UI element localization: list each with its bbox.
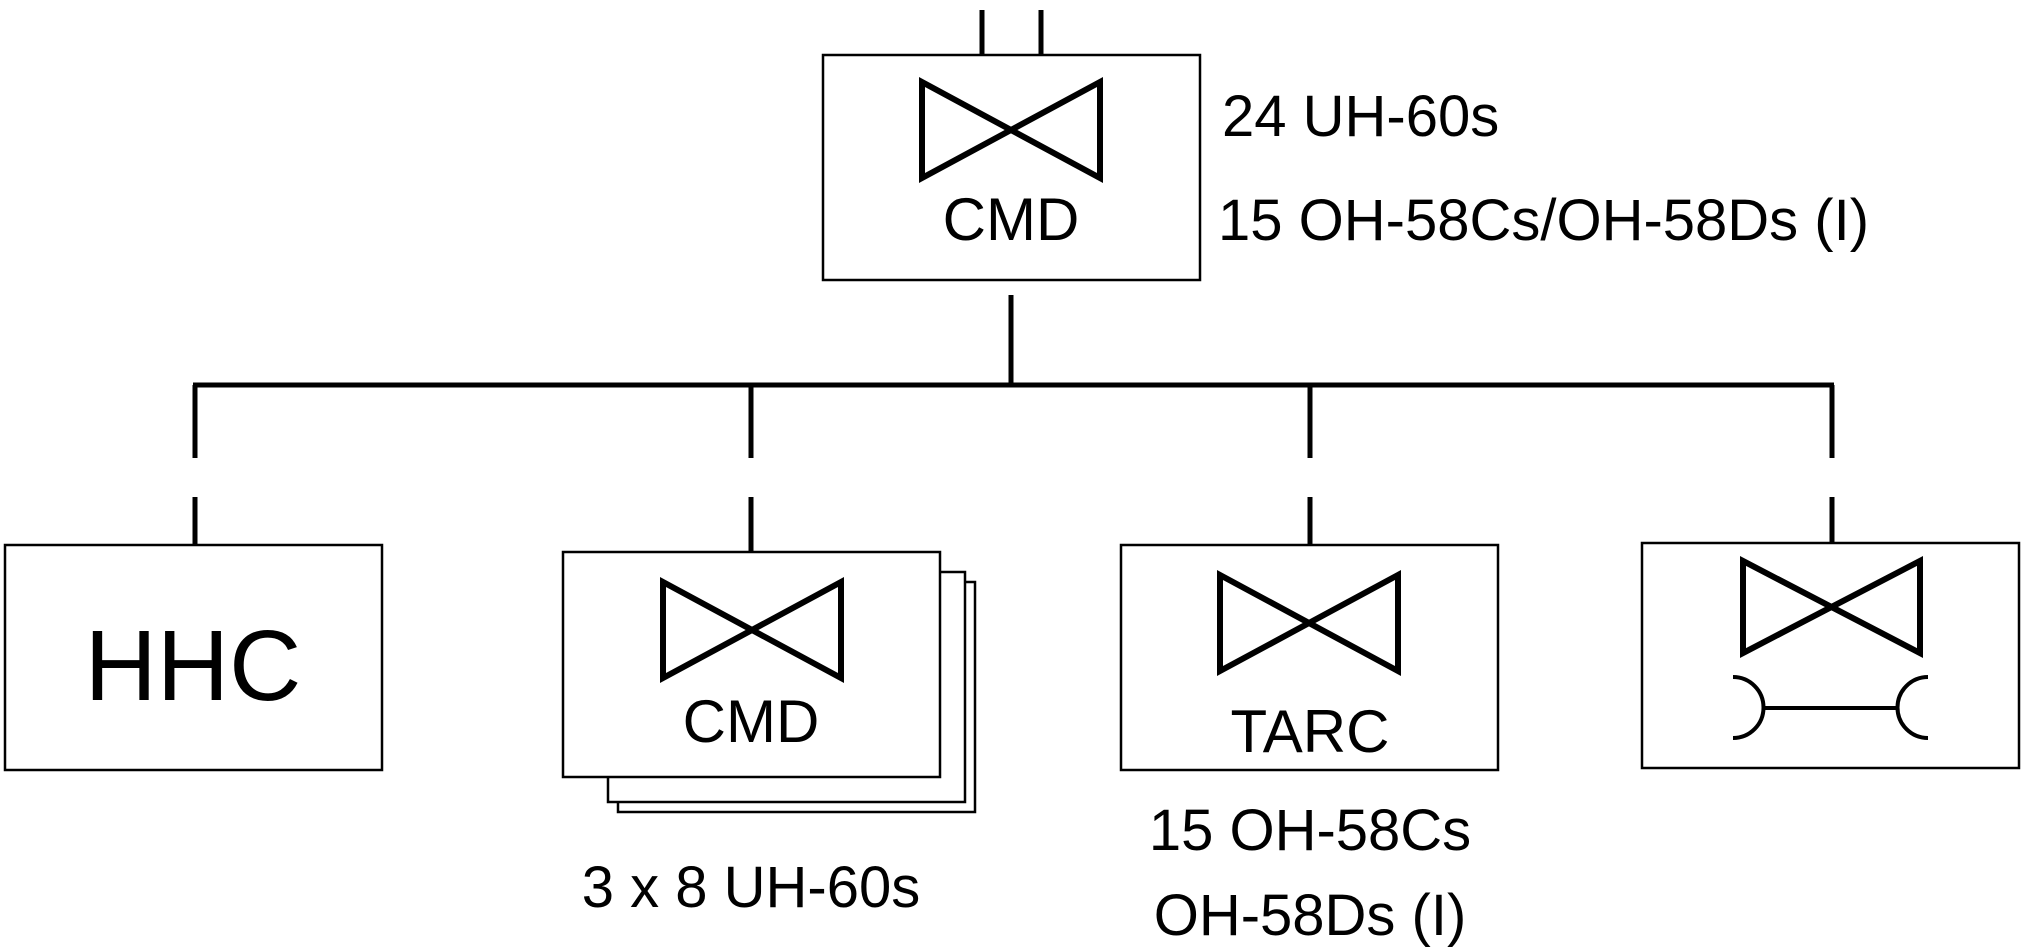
top-unit: CMD (821, 53, 1202, 282)
maintenance-box (1640, 541, 2021, 770)
cmd-box (561, 550, 942, 779)
hhc-unit: HHC (3, 543, 384, 772)
hhc-box (3, 543, 384, 772)
hhc-label: HHC (85, 610, 302, 722)
top-unit-note-2: 15 OH-58Cs/OH-58Ds (I) (1218, 188, 1869, 253)
aviation-bowtie-icon (919, 76, 1103, 184)
tarc-unit: TARC (1119, 543, 1500, 772)
aviation-bowtie-icon (660, 576, 844, 684)
top-unit-label: CMD (943, 186, 1080, 253)
tarc-note-1: 15 OH-58Cs (1149, 798, 1471, 863)
top-unit-box (821, 53, 1202, 282)
tarc-box (1119, 543, 1500, 772)
maintenance-unit (1640, 541, 2021, 770)
tarc-note-2: OH-58Ds (I) (1154, 883, 1467, 948)
cmd-note: 3 x 8 UH-60s (582, 855, 920, 920)
aviation-bowtie-icon (1740, 556, 1923, 658)
aviation-bowtie-icon (1217, 569, 1401, 677)
cmd-label: CMD (683, 688, 820, 755)
top-unit-note-1: 24 UH-60s (1222, 84, 1499, 149)
tarc-label: TARC (1231, 698, 1390, 765)
cmd-unit: CMD (561, 550, 977, 814)
maintenance-wrench-icon (1732, 675, 1929, 740)
